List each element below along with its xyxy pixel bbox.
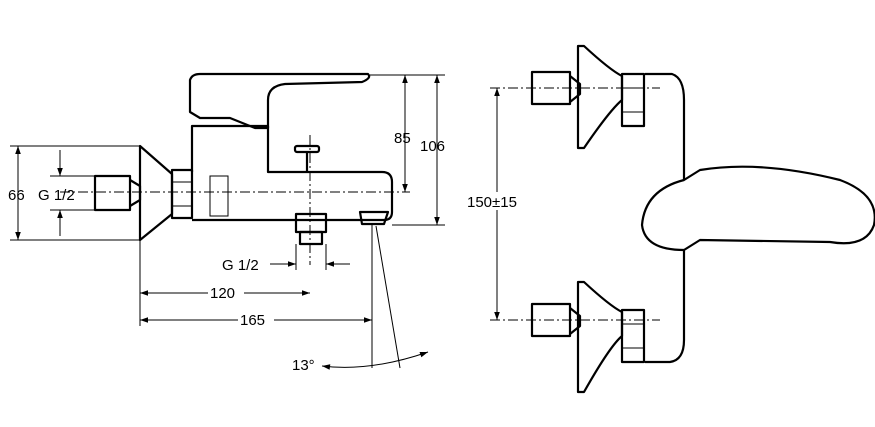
dim-85-label: 85: [394, 130, 411, 147]
bottom-outlet: [294, 212, 328, 246]
dim-inlet-thread-label: G 1/2: [38, 187, 75, 204]
lever-handle: [188, 72, 371, 130]
inlet-connector: [93, 174, 142, 212]
dim-106-label: 106: [420, 138, 445, 155]
dim-inlet-spacing-label: 150±15: [467, 194, 517, 211]
front-lever: [640, 178, 685, 252]
body-detail: [209, 175, 229, 217]
dim-outlet-thread-label: G 1/2: [222, 257, 259, 274]
spout-outlet: [358, 210, 390, 226]
dim-120-label: 120: [210, 285, 235, 302]
bottom-connector: [530, 280, 646, 394]
side-view: 66 G 1/2 85 106 G 1/2 120 165 13°: [8, 72, 445, 374]
front-mixer-body: [645, 72, 875, 364]
diverter-knob: [293, 144, 321, 172]
dim-angle-label: 13°: [292, 357, 315, 374]
top-connector: [530, 44, 646, 150]
wall-rosette: [138, 144, 174, 242]
dim-66-label: 66: [8, 187, 25, 204]
mixer-body: [190, 124, 394, 222]
union-nut: [170, 168, 194, 220]
dim-165-label: 165: [240, 312, 265, 329]
front-view: 150±15: [467, 44, 875, 394]
